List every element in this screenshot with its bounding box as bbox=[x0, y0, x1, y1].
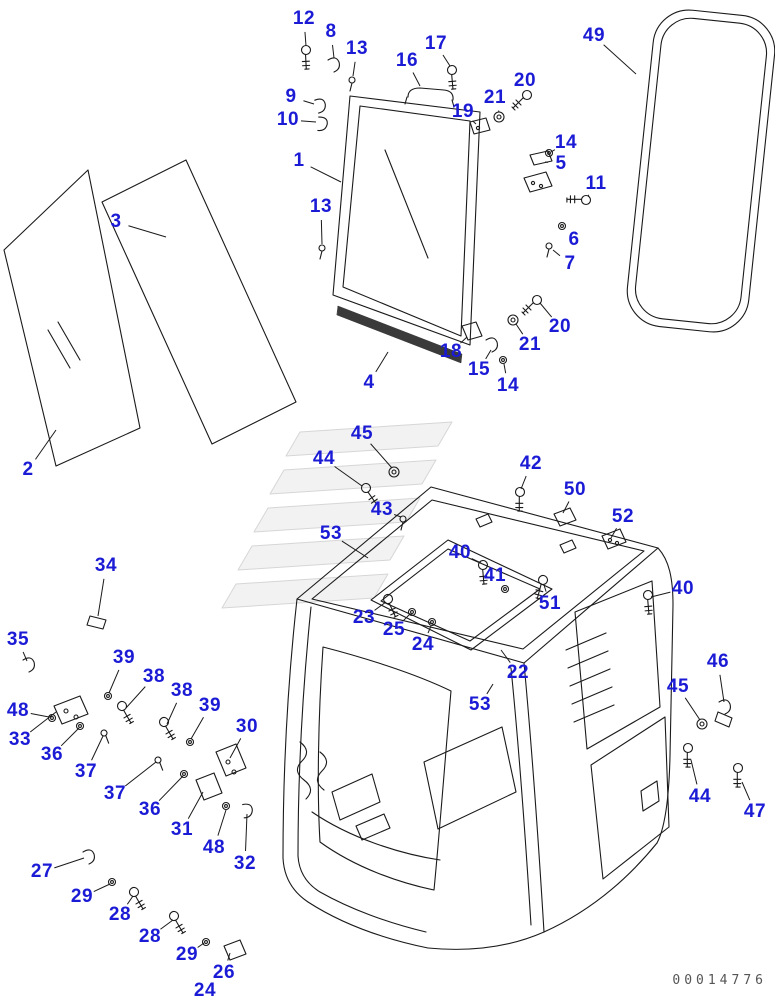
part-callout-24: 24 bbox=[194, 980, 216, 1002]
part-callout-11: 11 bbox=[585, 173, 606, 195]
part-callout-48: 48 bbox=[203, 837, 225, 859]
part-callout-31: 31 bbox=[171, 819, 193, 841]
part-callout-30: 30 bbox=[236, 716, 258, 738]
part-callout-50: 50 bbox=[564, 479, 586, 501]
part-callout-45: 45 bbox=[351, 423, 373, 445]
part-callout-47: 47 bbox=[744, 801, 766, 823]
part-callout-7: 7 bbox=[564, 253, 575, 275]
part-callout-42: 42 bbox=[520, 453, 542, 475]
part-callout-4: 4 bbox=[363, 372, 374, 394]
part-callout-34: 34 bbox=[95, 555, 117, 577]
part-callout-6: 6 bbox=[568, 229, 579, 251]
part-callout-40: 40 bbox=[672, 578, 694, 600]
part-callout-40: 40 bbox=[449, 542, 471, 564]
part-callout-37: 37 bbox=[104, 783, 126, 805]
part-callout-27: 27 bbox=[31, 861, 53, 883]
part-callout-25: 25 bbox=[383, 619, 405, 641]
part-callout-39: 39 bbox=[113, 647, 135, 669]
part-callout-38: 38 bbox=[171, 680, 193, 702]
part-callout-15: 15 bbox=[468, 359, 490, 381]
part-callout-35: 35 bbox=[7, 629, 29, 651]
part-callout-44: 44 bbox=[689, 786, 711, 808]
part-callout-49: 49 bbox=[583, 25, 605, 47]
part-callout-28: 28 bbox=[109, 904, 131, 926]
part-callout-3: 3 bbox=[110, 211, 121, 233]
part-callout-9: 9 bbox=[285, 86, 296, 108]
part-callout-53: 53 bbox=[469, 694, 491, 716]
part-callout-52: 52 bbox=[612, 506, 634, 528]
part-callout-36: 36 bbox=[41, 744, 63, 766]
part-callout-39: 39 bbox=[199, 695, 221, 717]
part-callout-33: 33 bbox=[9, 729, 31, 751]
part-callout-8: 8 bbox=[325, 21, 336, 43]
part-callout-22: 22 bbox=[507, 662, 529, 684]
part-callout-53: 53 bbox=[320, 523, 342, 545]
part-callout-29: 29 bbox=[71, 886, 93, 908]
part-callout-20: 20 bbox=[549, 316, 571, 338]
part-callout-28: 28 bbox=[139, 926, 161, 948]
part-callout-32: 32 bbox=[234, 853, 256, 875]
part-callout-20: 20 bbox=[514, 70, 536, 92]
part-callout-14: 14 bbox=[555, 132, 577, 154]
part-callout-36: 36 bbox=[139, 799, 161, 821]
drawing-number: 00014776 bbox=[672, 973, 767, 988]
part-callout-21: 21 bbox=[519, 334, 541, 356]
part-callout-46: 46 bbox=[707, 651, 729, 673]
part-callout-38: 38 bbox=[143, 666, 165, 688]
part-callout-13: 13 bbox=[346, 38, 368, 60]
part-callout-41: 41 bbox=[484, 565, 506, 587]
part-callout-5: 5 bbox=[555, 153, 566, 175]
part-callout-21: 21 bbox=[484, 87, 506, 109]
part-callout-18: 18 bbox=[440, 341, 462, 363]
part-callout-13: 13 bbox=[310, 196, 332, 218]
part-callout-51: 51 bbox=[539, 593, 561, 615]
part-callout-29: 29 bbox=[176, 944, 198, 966]
part-callout-1: 1 bbox=[293, 150, 304, 172]
part-callout-23: 23 bbox=[353, 607, 375, 629]
part-callout-45: 45 bbox=[667, 676, 689, 698]
part-callout-16: 16 bbox=[396, 50, 418, 72]
part-callout-14: 14 bbox=[497, 375, 519, 397]
part-callout-10: 10 bbox=[277, 109, 299, 131]
part-callout-2: 2 bbox=[22, 459, 33, 481]
part-callout-24: 24 bbox=[412, 634, 434, 656]
part-callout-44: 44 bbox=[313, 448, 335, 470]
part-callout-37: 37 bbox=[75, 761, 97, 783]
part-callout-17: 17 bbox=[425, 33, 447, 55]
part-callout-26: 26 bbox=[213, 962, 235, 984]
part-callout-19: 19 bbox=[452, 101, 474, 123]
part-callout-43: 43 bbox=[371, 499, 393, 521]
part-callout-12: 12 bbox=[293, 8, 315, 30]
part-callout-48: 48 bbox=[7, 700, 29, 722]
